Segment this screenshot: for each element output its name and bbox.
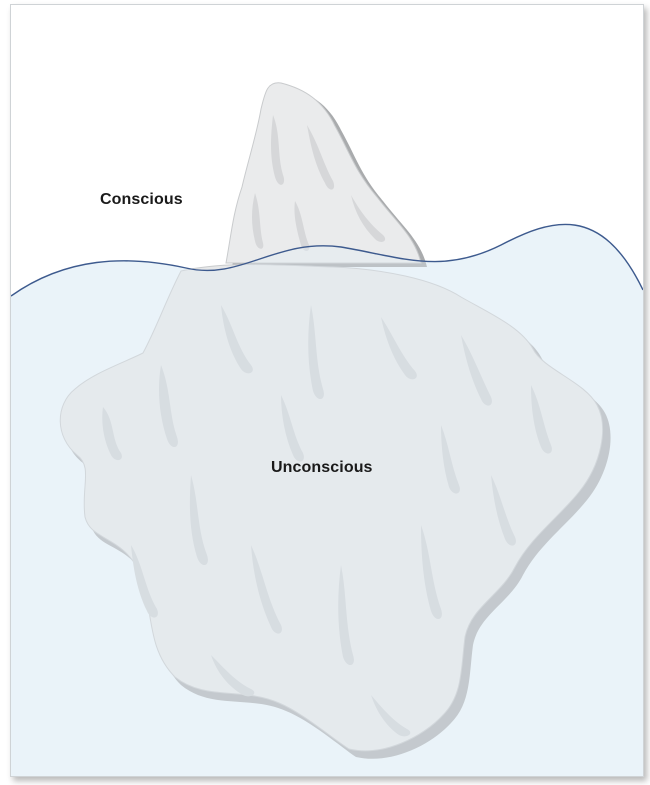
diagram-frame: Conscious Unconscious [10,4,644,777]
conscious-label: Conscious [100,191,183,209]
water-overlay [11,224,643,776]
iceberg-illustration [11,5,643,776]
unconscious-label: Unconscious [271,459,373,477]
